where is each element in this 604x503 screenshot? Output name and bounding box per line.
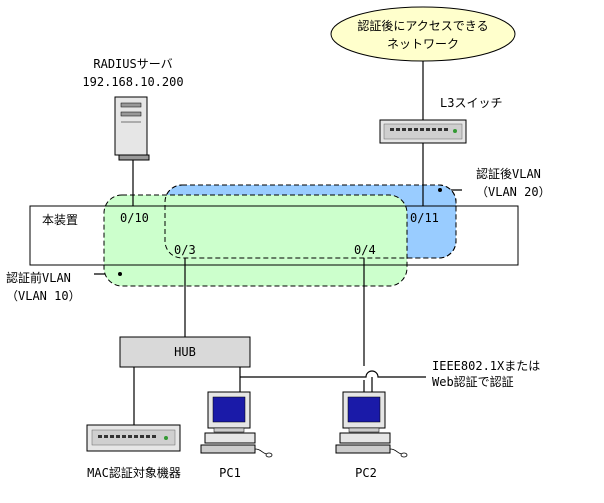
pc1-screen	[212, 396, 246, 423]
auth-note-line2: Web認証で認証	[432, 374, 514, 389]
pc2-screen	[347, 396, 381, 423]
before-vlan-region	[103, 194, 408, 287]
pc1	[200, 391, 273, 458]
mac-auth-device	[86, 424, 181, 452]
after-vlan-label-line1: 認証後VLAN	[476, 166, 541, 181]
l3-switch-label: L3スイッチ	[440, 96, 502, 110]
radius-server	[114, 96, 150, 161]
before-vlan-label-line2: （VLAN 10）	[6, 289, 81, 303]
port-0-3: 0/3	[174, 243, 196, 257]
before-vlan-dot	[118, 272, 122, 276]
pc1-label: PC1	[219, 466, 241, 480]
auth-note-line1: IEEE802.1Xまたは	[432, 359, 540, 373]
before-vlan-label-line1: 認証前VLAN	[6, 270, 71, 285]
after-vlan-label-line2: （VLAN 20）	[476, 185, 551, 199]
mac-device-label: MAC認証対象機器	[87, 465, 181, 480]
cloud-label-line2: ネットワーク	[387, 37, 459, 51]
radius-label-line1: RADIUSサーバ	[93, 57, 172, 71]
port-0-11: 0/11	[410, 211, 439, 225]
cloud-label-line1: 認証後にアクセスできる	[357, 18, 488, 33]
hub: HUB	[119, 336, 251, 368]
pc2	[335, 391, 408, 458]
port-0-10: 0/10	[120, 211, 149, 225]
pc2-label: PC2	[355, 466, 377, 480]
hub-label: HUB	[174, 345, 196, 359]
pc1-to-pc2-line	[240, 370, 404, 378]
network-cloud: 認証後にアクセスできる ネットワーク	[330, 6, 516, 62]
after-vlan-dot	[438, 188, 442, 192]
radius-label-line2: 192.168.10.200	[82, 75, 183, 89]
l3-switch	[379, 119, 467, 144]
device-label: 本装置	[42, 213, 78, 227]
port-0-4: 0/4	[354, 243, 376, 257]
